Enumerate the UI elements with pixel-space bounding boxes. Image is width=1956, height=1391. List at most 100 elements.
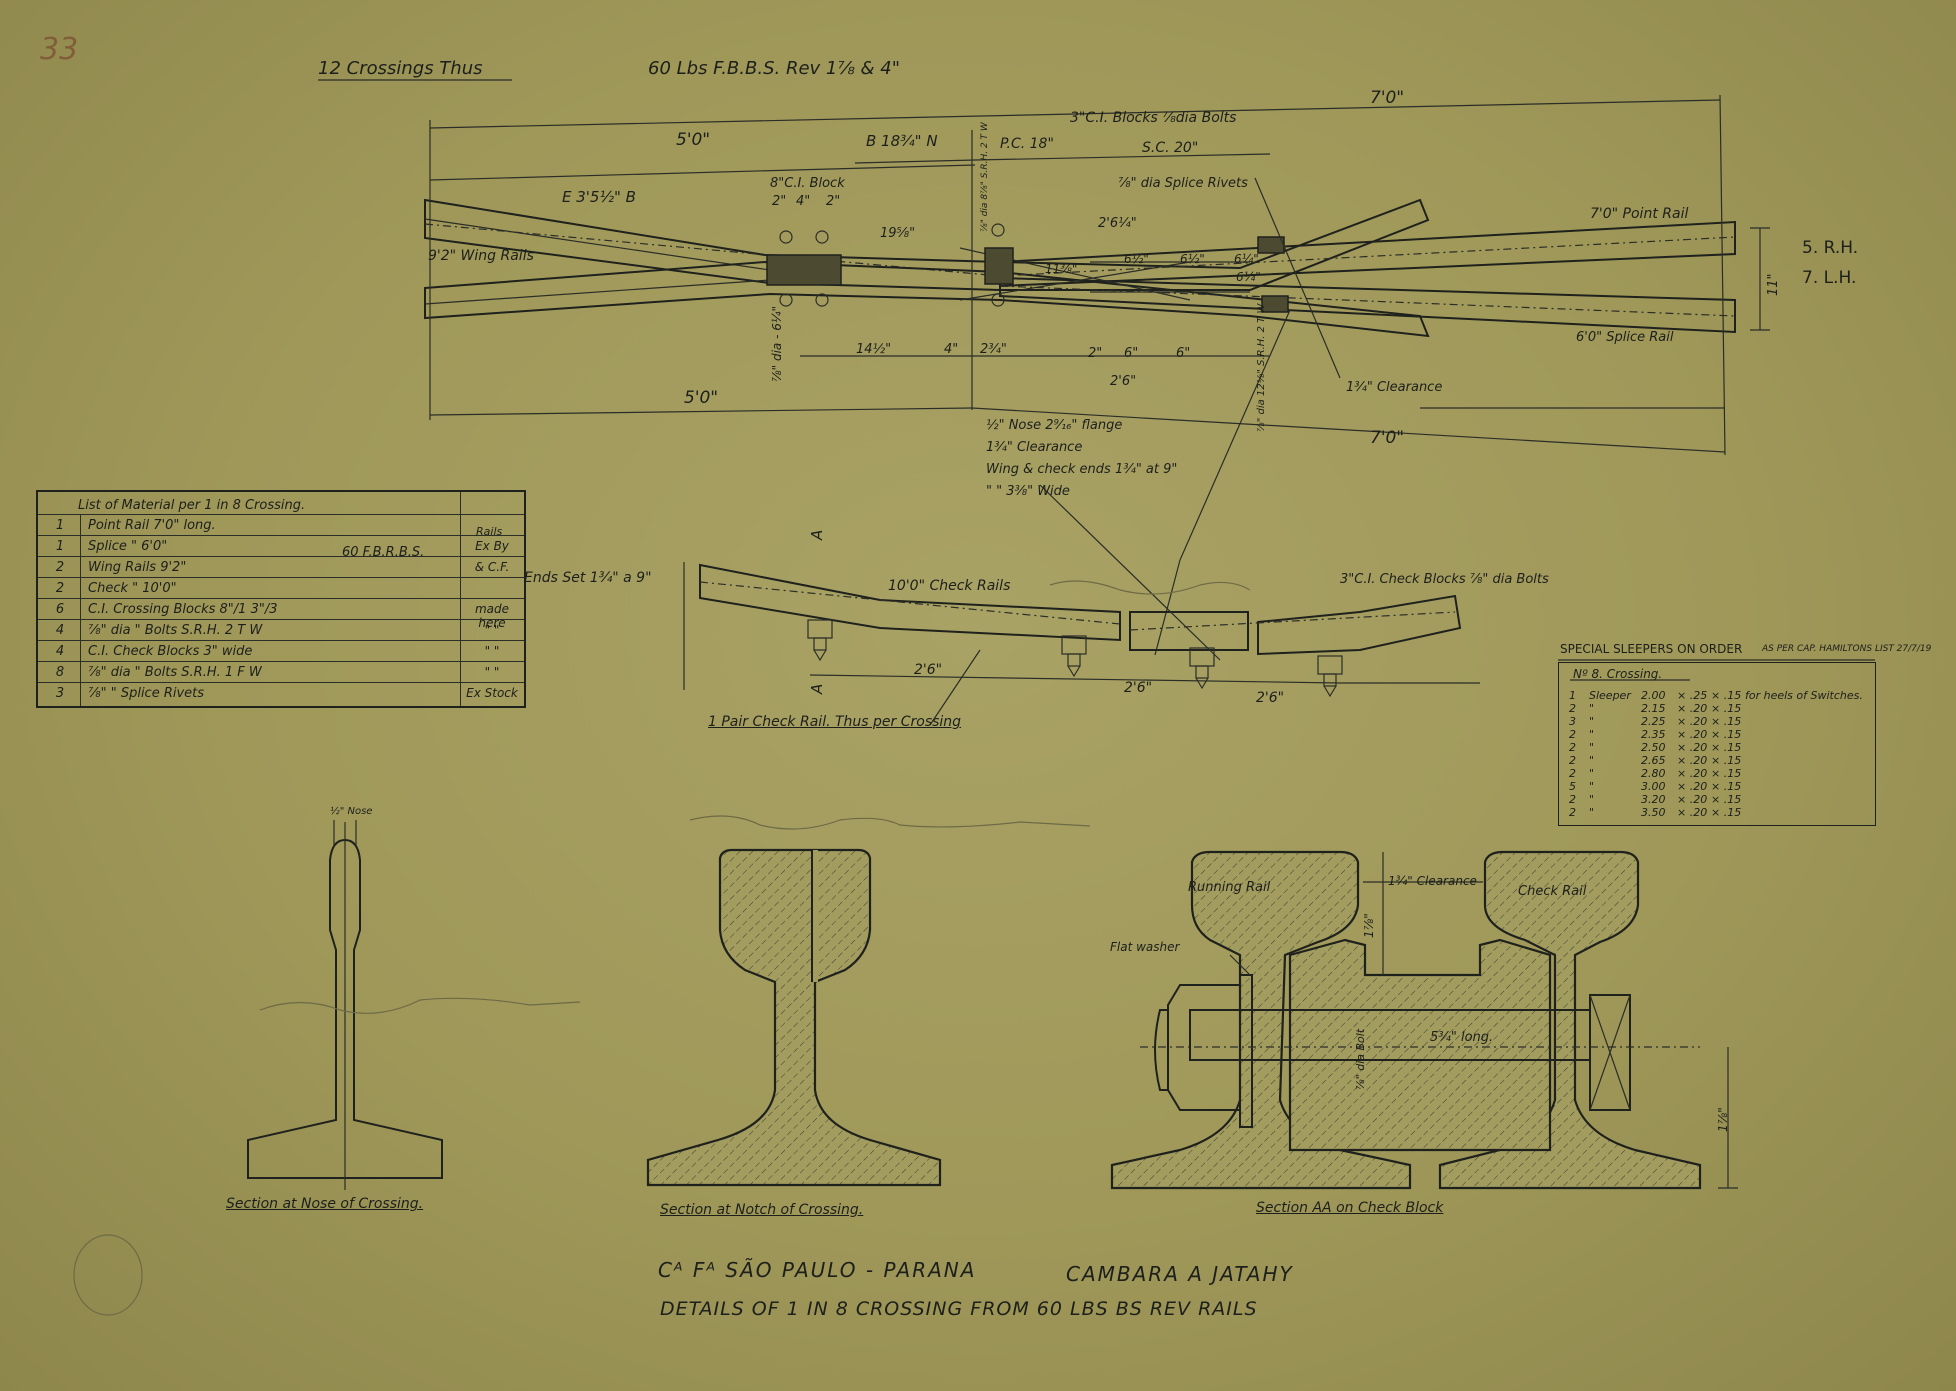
dim-width-11: 11" <box>1766 273 1781 296</box>
sleeper-d: × .15 <box>1711 754 1742 767</box>
sleeper-qty: 2 <box>1569 767 1576 780</box>
sleeper-w: × .20 <box>1677 741 1708 754</box>
pencil-marks <box>73 580 1251 1316</box>
drawing-title: Details of 1 in 8 Crossing from 60 Lbs B… <box>660 1298 1258 1320</box>
sleeper-w: × .25 <box>1677 689 1708 702</box>
dim-6e: 6" <box>1124 346 1139 361</box>
dim-block-2a: 2" <box>772 194 787 209</box>
material-note: " " <box>484 665 500 679</box>
sleeper-qty: 2 <box>1569 728 1576 741</box>
material-qty: 8 <box>55 665 65 680</box>
dim-2b: 2¾" <box>980 342 1007 357</box>
sleeper-item: " <box>1589 767 1595 780</box>
material-desc: Splice " 6'0" <box>88 539 168 554</box>
material-desc: ⅞" " Splice Rivets <box>88 686 205 701</box>
sleeper-item: " <box>1589 741 1595 754</box>
sleeper-w: × .20 <box>1677 754 1708 767</box>
sleeper-d: × .15 <box>1711 767 1742 780</box>
aa-flat-washer: Flat washer <box>1110 940 1180 954</box>
sleeper-item: " <box>1589 806 1595 819</box>
dim-4: 4" <box>944 342 959 357</box>
material-list-table: List of Material per 1 in 8 Crossing. Ra… <box>36 490 526 708</box>
sleeper-row: 2"3.20× .20× .15 <box>1559 793 1875 806</box>
dim-pc: P.C. 18" <box>1000 136 1054 152</box>
dim-splice-rivets: ⅞" dia Splice Rivets <box>1118 176 1248 191</box>
dim-left-bottom: 5'0" <box>684 388 719 408</box>
rail-spec: 60 Lbs F.B.B.S. Rev 1⅞ & 4" <box>648 58 901 79</box>
sleeper-item: " <box>1589 715 1595 728</box>
material-qty: 4 <box>55 623 65 638</box>
dim-2: 2" <box>1088 346 1103 361</box>
sleepers-subtitle: Nº 8. Crossing. <box>1573 667 1663 681</box>
check-dim-2: 2'6" <box>1124 680 1153 696</box>
sheet-number: 33 <box>40 32 79 67</box>
sleeper-l: 2.80 <box>1641 767 1666 780</box>
dim-block-2b: 2" <box>826 194 841 209</box>
material-qty: 2 <box>55 560 65 575</box>
title-company: Cᴬ Fᴬ São Paulo - Parana <box>658 1258 977 1282</box>
aa-height-1: 1⅞" <box>1362 913 1376 938</box>
notch-caption: Section at Notch of Crossing. <box>660 1202 864 1218</box>
sleeper-qty: 2 <box>1569 793 1576 806</box>
material-row: 8 ⅞" dia " Bolts S.R.H. 1 F W " " <box>38 661 524 683</box>
dim-sc: S.C. 20" <box>1142 140 1199 156</box>
dim-ci-blocks: 3"C.I. Blocks ⅞dia Bolts <box>1070 110 1237 126</box>
sleeper-l: 2.15 <box>1641 702 1666 715</box>
sleeper-w: × .20 <box>1677 702 1708 715</box>
sleeper-qty: 3 <box>1569 715 1576 728</box>
material-desc: ⅞" dia " Bolts S.R.H. 1 F W <box>88 665 262 680</box>
aa-bolt-dia: ⅞" dia Bolt <box>1354 1028 1367 1090</box>
sleeper-l: 2.35 <box>1641 728 1666 741</box>
sleepers-title: Special Sleepers on Order <box>1560 642 1743 656</box>
sleeper-item: " <box>1589 793 1595 806</box>
aa-caption: Section AA on Check Block <box>1256 1200 1444 1216</box>
dim-clearance-b: 1¾" Clearance <box>986 440 1083 455</box>
sleepers-title-note: as per Cap. Hamiltons List 27/7/19 <box>1762 644 1932 654</box>
sleeper-item: " <box>1589 780 1595 793</box>
sleeper-item: " <box>1589 754 1595 767</box>
sleeper-row: 2"2.35× .20× .15 <box>1559 728 1875 741</box>
material-note: " " <box>484 644 500 658</box>
material-note: & C.F. <box>474 560 510 574</box>
dim-6c: 6¼" <box>1234 252 1259 266</box>
nose-section <box>247 820 443 1190</box>
sleeper-item: Sleeper <box>1589 689 1631 702</box>
dim-overall-top: 7'0" <box>1370 88 1405 108</box>
sleeper-row: 2"2.65× .20× .15 <box>1559 754 1875 767</box>
aa-height-2: 1⅞" <box>1716 1107 1730 1132</box>
check-section-mark-top: A <box>808 529 826 540</box>
dim-block-4: 4" <box>796 194 811 209</box>
sleeper-w: × .20 <box>1677 780 1708 793</box>
sleeper-d: × .15 <box>1711 793 1742 806</box>
material-qty: 6 <box>55 602 65 617</box>
sleeper-note: for heels of Switches. <box>1745 689 1863 702</box>
sleeper-row: 5"3.00× .20× .15 <box>1559 780 1875 793</box>
sleeper-l: 3.20 <box>1641 793 1666 806</box>
dim-left-top: 5'0" <box>676 130 711 150</box>
nose-caption: Section at Nose of Crossing. <box>226 1196 424 1212</box>
notch-section <box>646 848 942 1187</box>
section-aa <box>1110 850 1738 1190</box>
check-rail-plan <box>683 484 1480 726</box>
sleeper-d: × .15 <box>1711 806 1742 819</box>
sleeper-qty: 2 <box>1569 754 1576 767</box>
dim-wide: " " 3⅜" Wide <box>986 484 1070 499</box>
dim-b: B 18¾" N <box>866 132 938 150</box>
sleeper-l: 2.25 <box>1641 715 1666 728</box>
sleeper-d: × .15 <box>1711 715 1742 728</box>
label-right-hand: 5. R.H. <box>1802 238 1859 258</box>
aa-clearance: 1¾" Clearance <box>1388 874 1477 888</box>
material-note: Ex Stock <box>466 686 518 700</box>
material-title: List of Material per 1 in 8 Crossing. <box>78 498 306 513</box>
material-desc: Check " 10'0" <box>88 581 177 596</box>
dim-6f: 6" <box>1176 346 1191 361</box>
dim-nose: ½" Nose 2⁹⁄₁₆" flange <box>986 418 1123 433</box>
